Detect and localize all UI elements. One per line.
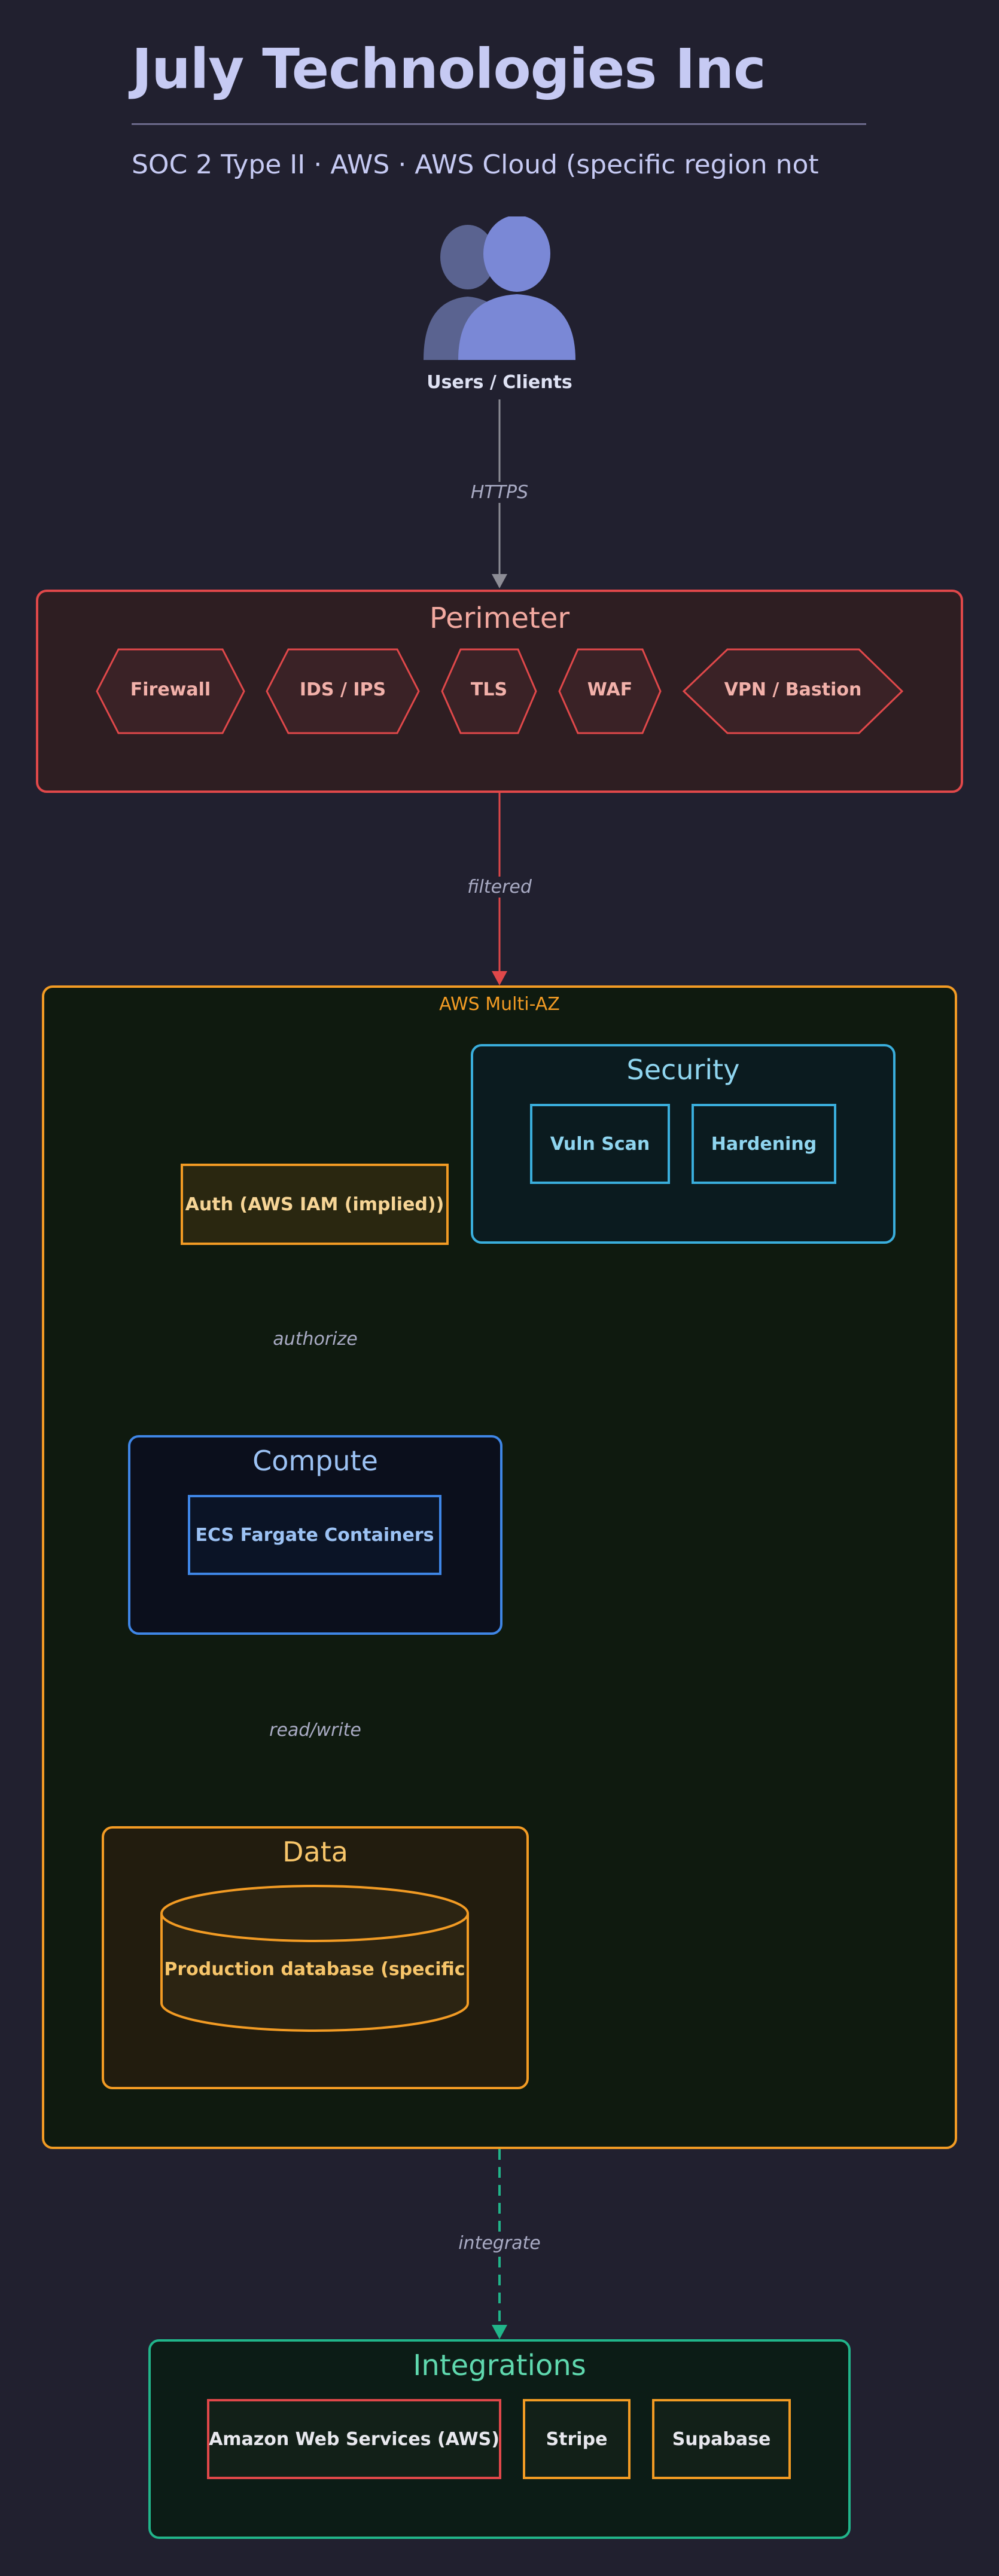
integration-supabase: Supabase — [652, 2399, 791, 2479]
compute-title: Compute — [252, 1445, 378, 1477]
perimeter-item-waf: WAF — [587, 679, 633, 700]
perimeter-item-vpn-bastion: VPN / Bastion — [724, 679, 862, 700]
security-hardening: Hardening — [692, 1104, 836, 1184]
data-production-database: Production database (specific — [164, 1959, 465, 1980]
compute-ecs-fargate: ECS Fargate Containers — [188, 1495, 441, 1575]
page-title: July Technologies Inc — [132, 37, 766, 101]
perimeter-item-ids-ips: IDS / IPS — [299, 679, 386, 700]
perimeter-item-firewall: Firewall — [130, 679, 211, 700]
waf-hexagon — [558, 648, 662, 734]
edge-label-authorize: authorize — [255, 1329, 375, 1350]
edge-label-readwrite: read/write — [249, 1720, 381, 1741]
integration-stripe: Stripe — [523, 2399, 631, 2479]
edge-integrate-arrowhead — [492, 2325, 507, 2339]
integration-aws: Amazon Web Services (AWS) — [207, 2399, 501, 2479]
integrations-title: Integrations — [413, 2349, 586, 2382]
edge-label-integrate: integrate — [440, 2233, 559, 2254]
edge-filtered-arrowhead — [492, 971, 507, 985]
page-subtitle: SOC 2 Type II · AWS · AWS Cloud (specifi… — [132, 149, 819, 180]
aws-cluster-title: AWS Multi-AZ — [439, 994, 560, 1015]
edge-label-filtered: filtered — [440, 877, 559, 898]
database-cylinder — [160, 1885, 469, 2032]
security-title: Security — [626, 1054, 740, 1086]
users-icon — [424, 216, 575, 360]
users-label: Users / Clients — [427, 372, 572, 393]
title-divider — [132, 123, 866, 125]
auth-node: Auth (AWS IAM (implied)) — [181, 1164, 449, 1245]
edge-label-https: HTTPS — [440, 482, 559, 503]
security-vuln-scan: Vuln Scan — [530, 1104, 670, 1184]
perimeter-shapes — [96, 648, 904, 734]
tls-hexagon — [441, 648, 537, 734]
firewall-hexagon — [96, 648, 245, 734]
perimeter-item-tls: TLS — [470, 679, 508, 700]
data-title: Data — [282, 1836, 348, 1868]
edge-https-arrowhead — [492, 574, 507, 588]
vpn-bastion-hexagon — [682, 648, 904, 734]
ids-ips-hexagon — [266, 648, 420, 734]
perimeter-title: Perimeter — [429, 602, 570, 635]
